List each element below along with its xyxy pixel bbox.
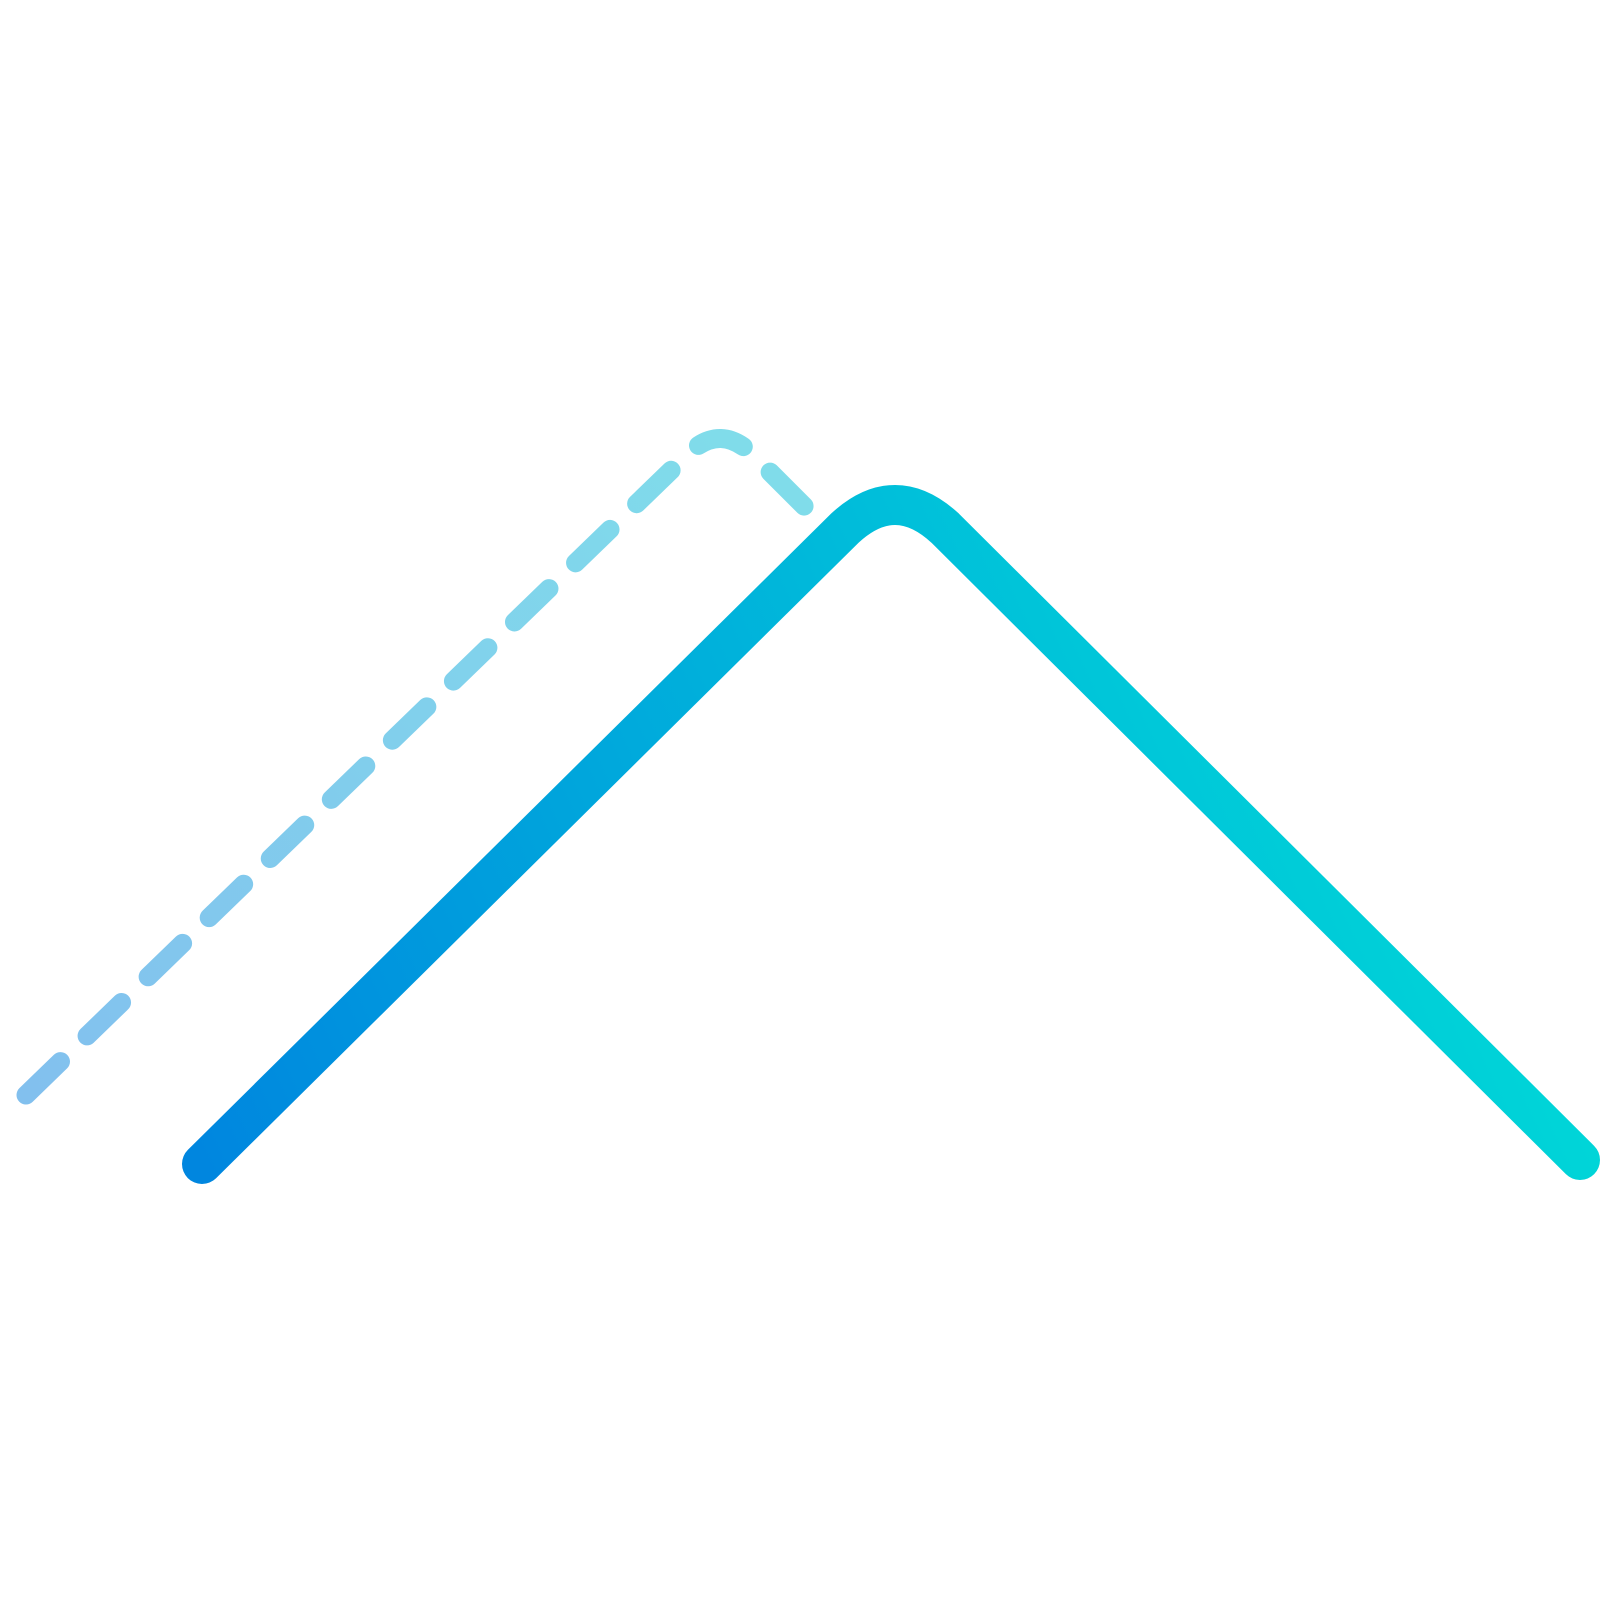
solid-chevron-stroke — [182, 485, 1600, 1184]
dashed-chevron-stroke — [16, 429, 820, 1105]
